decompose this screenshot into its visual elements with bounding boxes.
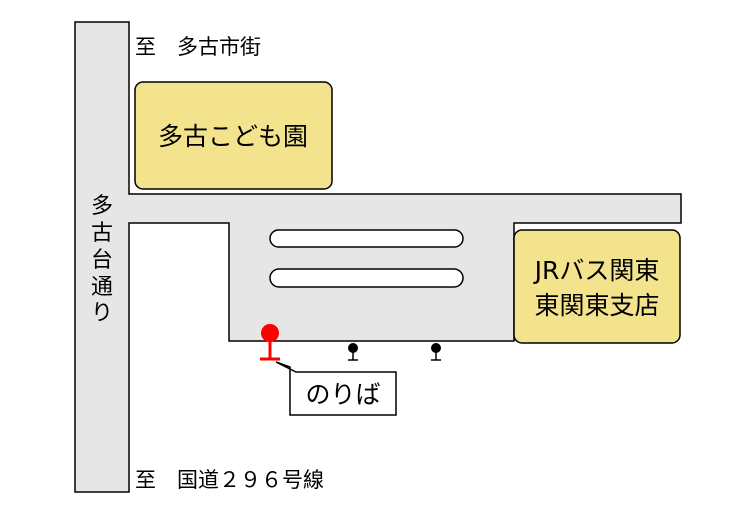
bus-stop-callout: [275, 361, 397, 416]
bus-company-label-line2: 東関東支店: [534, 291, 659, 320]
road-name-char: り: [91, 301, 113, 326]
parking-island-1: [269, 229, 464, 248]
road-name-char: 古: [91, 221, 113, 246]
direction-south-label: 至 国道２９６号線: [135, 468, 324, 492]
road-name-char: 台: [91, 248, 113, 273]
bus-company-building: [513, 229, 681, 344]
bus-stop-pin-red-icon[interactable]: [260, 324, 280, 361]
direction-north-label: 至 多古市街: [135, 35, 261, 59]
road-name-char: 多: [91, 194, 113, 219]
kindergarten-label: 多古こども園: [158, 122, 308, 151]
parking-island-2: [269, 268, 464, 288]
bus-company-label-line1: JRバス関東: [533, 256, 660, 285]
road-network: [74, 21, 682, 493]
road-name-char: 通: [91, 275, 113, 300]
kindergarten-building: [134, 81, 333, 190]
bus-stop-pin-black-icon: [348, 343, 358, 361]
bus-stop-callout-label: のりば: [305, 380, 380, 409]
bus-stop-pin-black-icon: [431, 343, 441, 361]
